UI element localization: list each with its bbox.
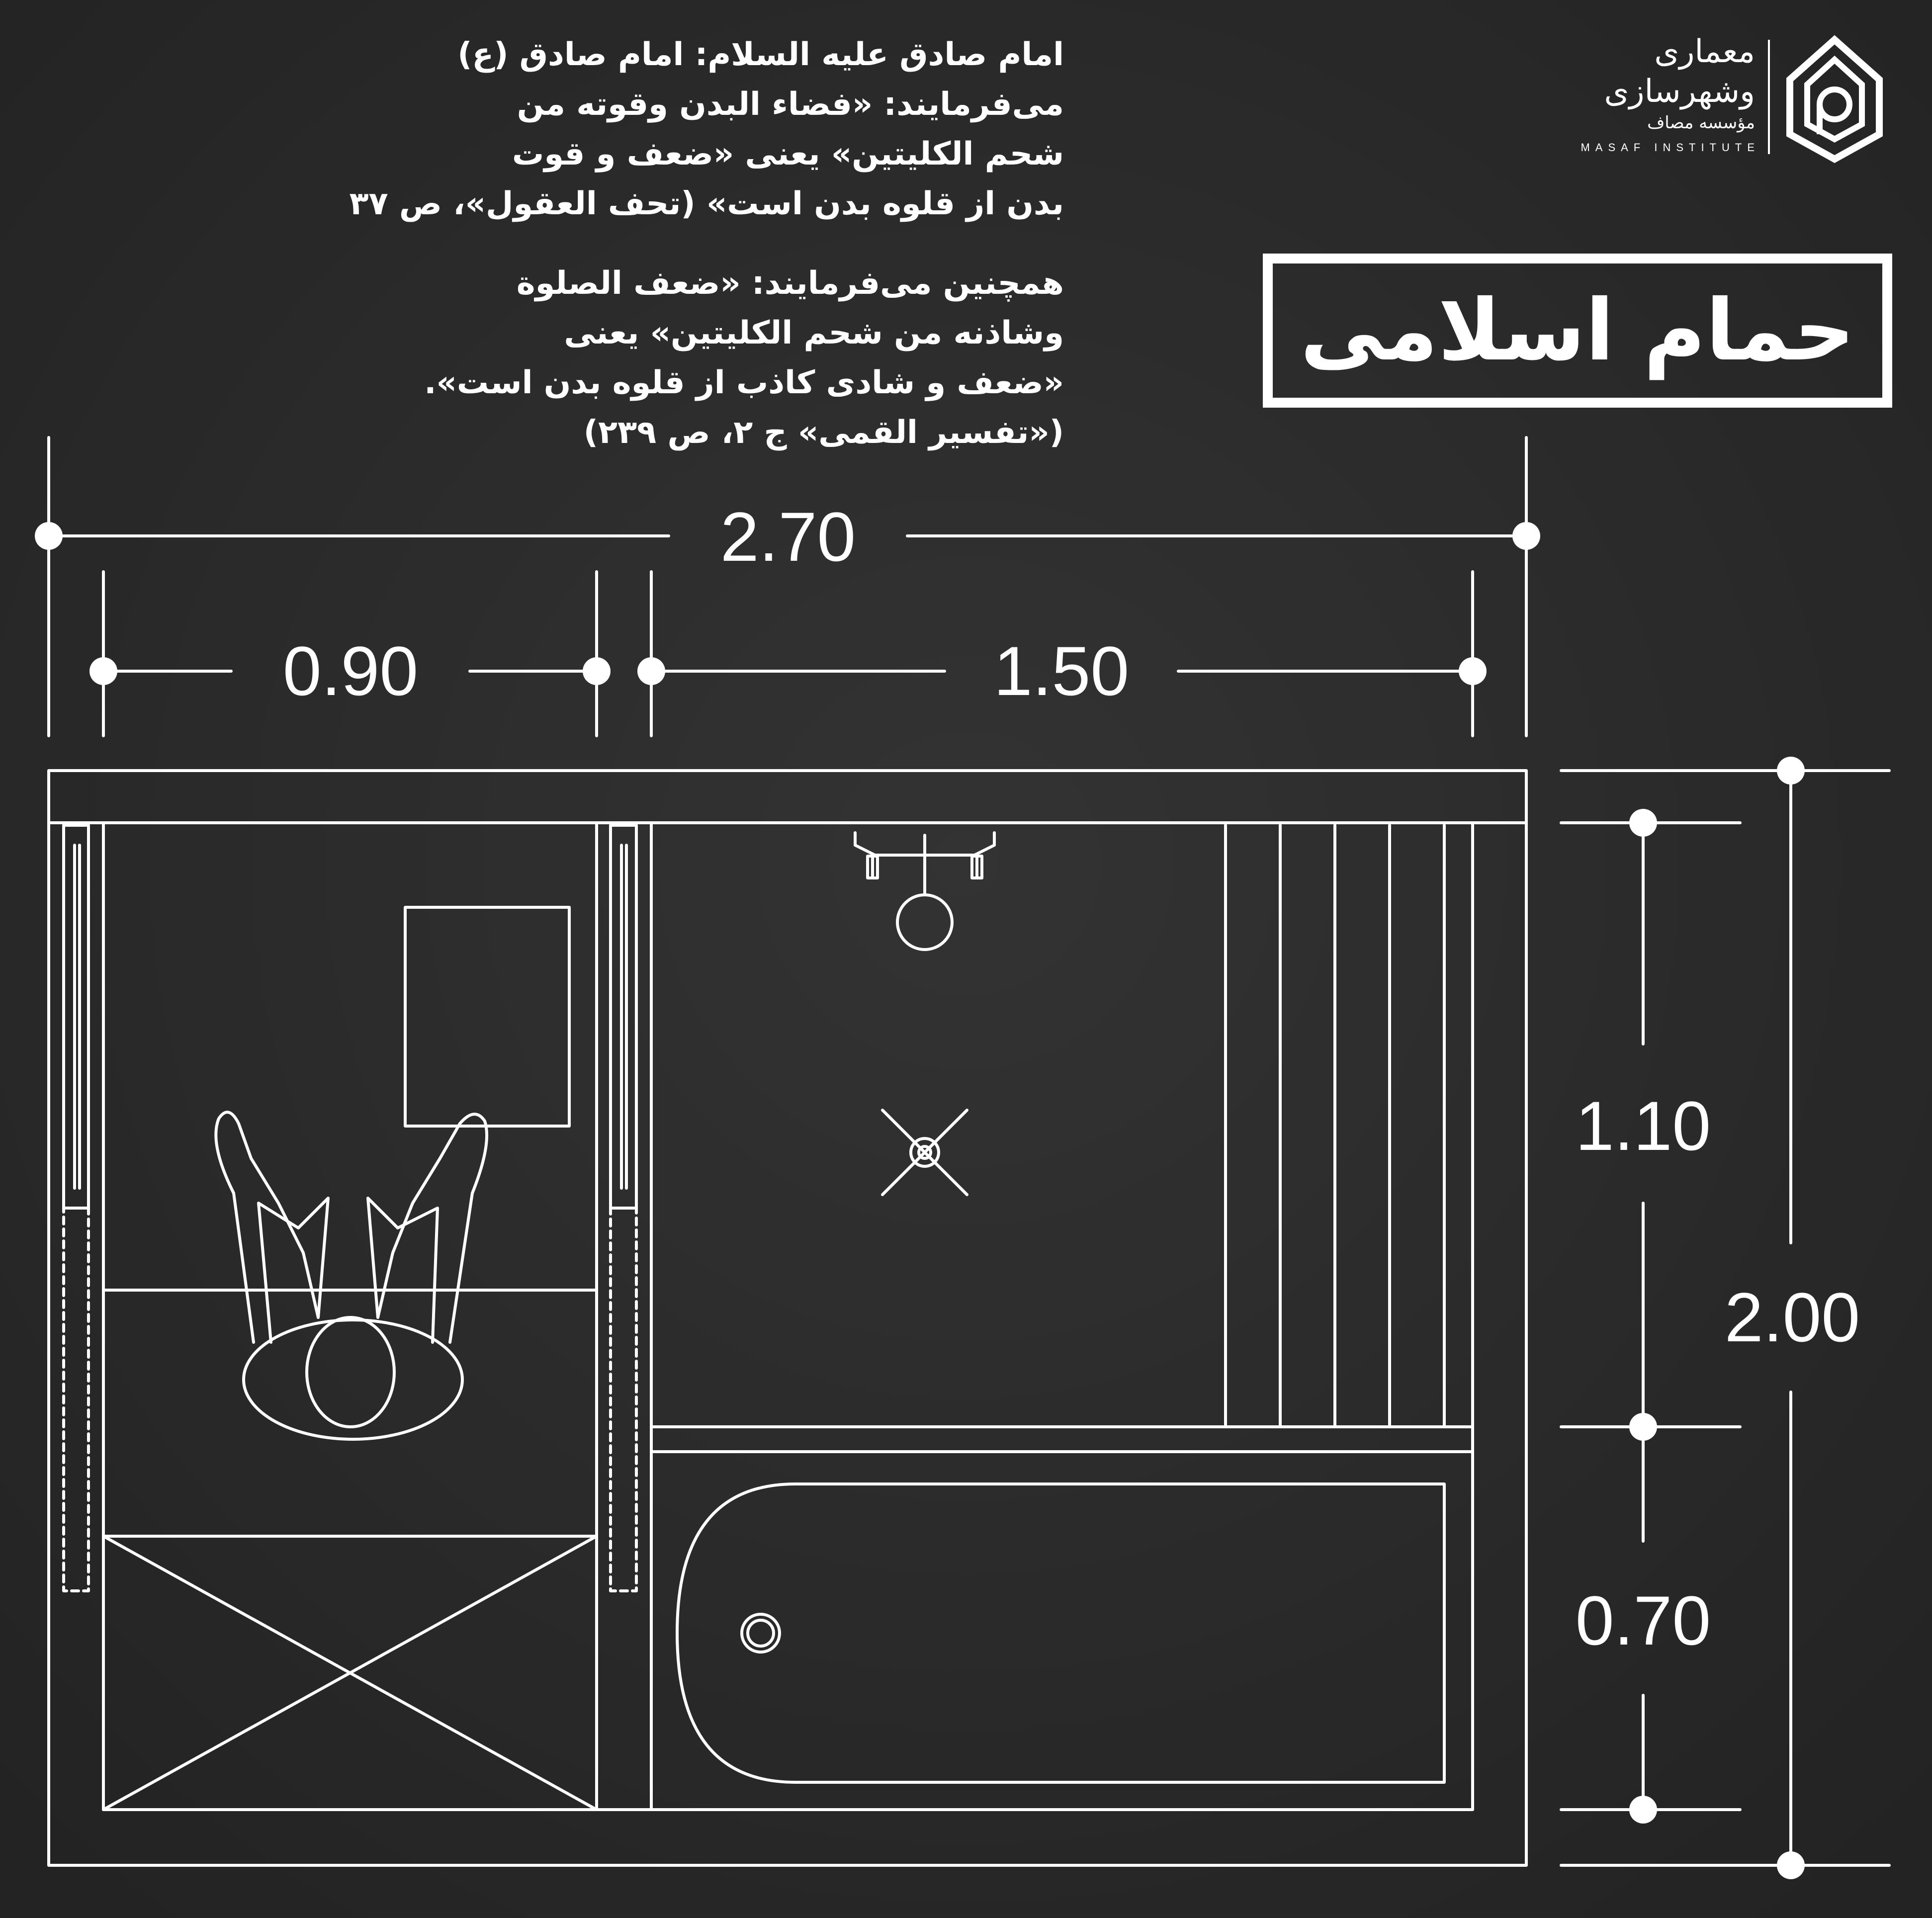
left-wall-detail <box>62 824 90 1592</box>
logo-name-line2: وشهرسازی <box>1604 73 1755 110</box>
dimension-label-total-width: 2.70 <box>720 498 856 576</box>
dimension-label-lower-depth: 0.70 <box>1575 1581 1711 1659</box>
title-box: حمام اسلامی <box>1263 254 1892 408</box>
walls <box>47 769 1528 1867</box>
dimension-label-right-width: 1.50 <box>993 632 1130 710</box>
dimension-total-width <box>35 436 1540 737</box>
quote-2-line: همچنین می‌فرمایند: «ضعف الصلوة <box>516 265 1064 302</box>
dimension-label-upper-depth: 1.10 <box>1575 1087 1711 1165</box>
dimension-label-total-depth: 2.00 <box>1724 1278 1860 1356</box>
quote-1-line: بدن از قلوه بدن است» (تحف العقول»، ص ۳۷ <box>349 185 1064 222</box>
tub-drain-icon <box>740 1613 781 1654</box>
bathroom-area <box>650 824 1474 1784</box>
toilet-area <box>102 906 598 1811</box>
quote-2-line: «ضعف و شادی کاذب از قلوه بدن است». <box>424 364 1064 401</box>
logo-name-line3: مؤسسه مصاف <box>1647 113 1755 133</box>
partition-wall <box>595 821 653 1811</box>
logo-divider <box>1768 40 1770 154</box>
floor-mat <box>404 906 571 1128</box>
quote-2-line: وشاذنه من شحم الکلیتین» یعنی <box>564 315 1064 351</box>
quote-1-line: می‌فرمایند: «فضاء البدن وقوته من <box>517 86 1064 123</box>
hadith-quote-2: همچنین می‌فرمایند: «ضعف الصلوة وشاذنه من… <box>199 259 1064 457</box>
logo-latin: MASAF INSTITUTE <box>1581 141 1760 154</box>
page-title: حمام اسلامی <box>1300 281 1855 380</box>
quote-2-line: («تفسیر القمی» ج ۲، ص ۲۳۹) <box>583 414 1064 451</box>
dimension-label-left-width: 0.90 <box>282 632 419 710</box>
dimension-split-width <box>89 570 1487 737</box>
logo-name-line1: معماری <box>1654 33 1755 70</box>
quote-1-line: امام صادق علیه السلام: امام صادق (ع) <box>457 36 1064 73</box>
floor-drain-icon <box>881 1109 968 1196</box>
logo-emblem-icon <box>1786 35 1883 164</box>
bathtub <box>676 1482 1446 1784</box>
shower-tray <box>102 1535 598 1811</box>
person-figure <box>214 1111 489 1441</box>
dimension-split-depth <box>1560 809 1742 1824</box>
dimension-total-depth <box>1560 757 1891 1879</box>
shower-head-icon <box>896 893 954 951</box>
quote-1-line: شحم الکلیتین» یعنی «ضعف و قوت <box>512 136 1064 173</box>
hadith-quote-1: امام صادق علیه السلام: امام صادق (ع) می‌… <box>199 30 1064 229</box>
bench-slats <box>1224 824 1446 1428</box>
